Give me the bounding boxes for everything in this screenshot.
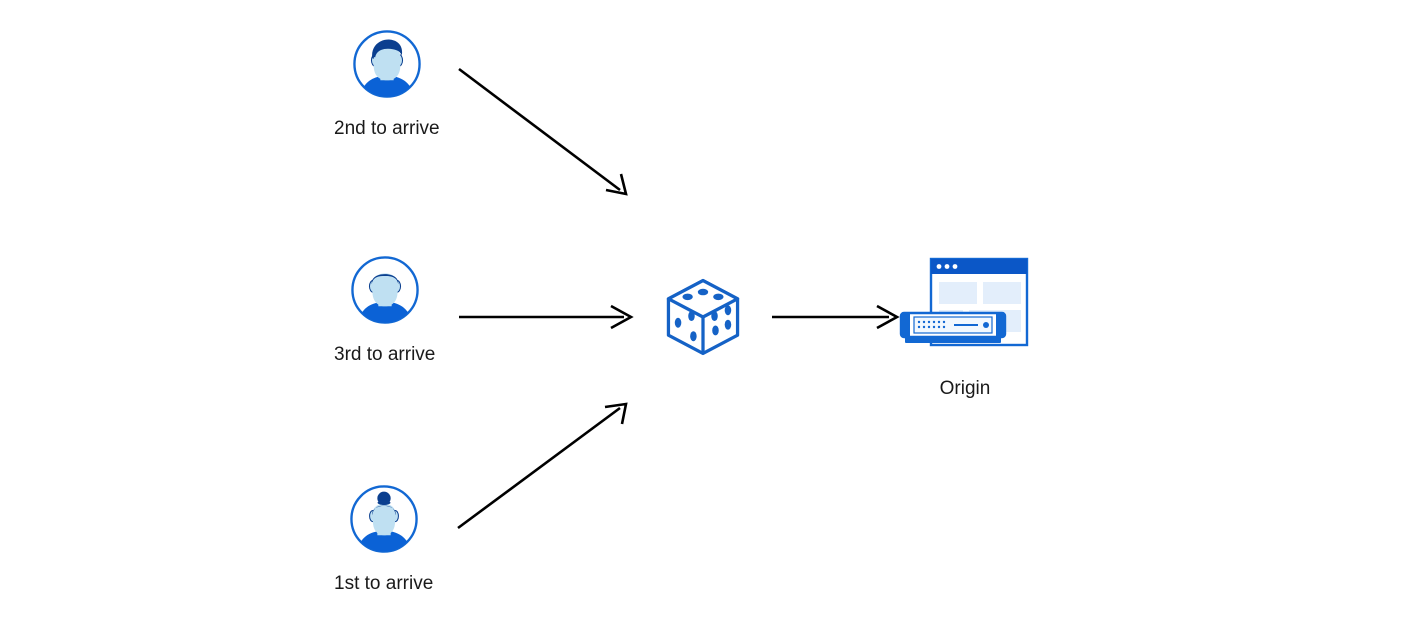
arrow-dice-to-origin	[772, 304, 900, 330]
node-visitor-3rd[interactable]: 3rd to arrive	[334, 253, 435, 364]
node-origin[interactable]: Origin	[895, 255, 1035, 398]
arrow-3rd-to-dice	[459, 304, 634, 330]
node-load-balancer[interactable]	[655, 269, 751, 365]
node-label: 1st to arrive	[334, 573, 434, 594]
node-label: 2nd to arrive	[334, 118, 440, 139]
node-visitor-2nd[interactable]: 2nd to arrive	[334, 27, 440, 138]
node-label: Origin	[939, 378, 991, 399]
user-avatar-icon	[348, 253, 422, 327]
node-visitor-1st[interactable]: 1st to arrive	[334, 482, 433, 593]
node-label: 3rd to arrive	[334, 344, 436, 365]
arrow-2nd-to-dice	[458, 67, 628, 196]
user-avatar-icon	[350, 27, 424, 101]
user-avatar-icon	[347, 482, 421, 556]
arrow-1st-to-dice	[457, 402, 628, 530]
origin-server-icon	[895, 255, 1035, 365]
server-appliance-icon	[899, 311, 1007, 343]
dice-icon	[655, 269, 751, 365]
